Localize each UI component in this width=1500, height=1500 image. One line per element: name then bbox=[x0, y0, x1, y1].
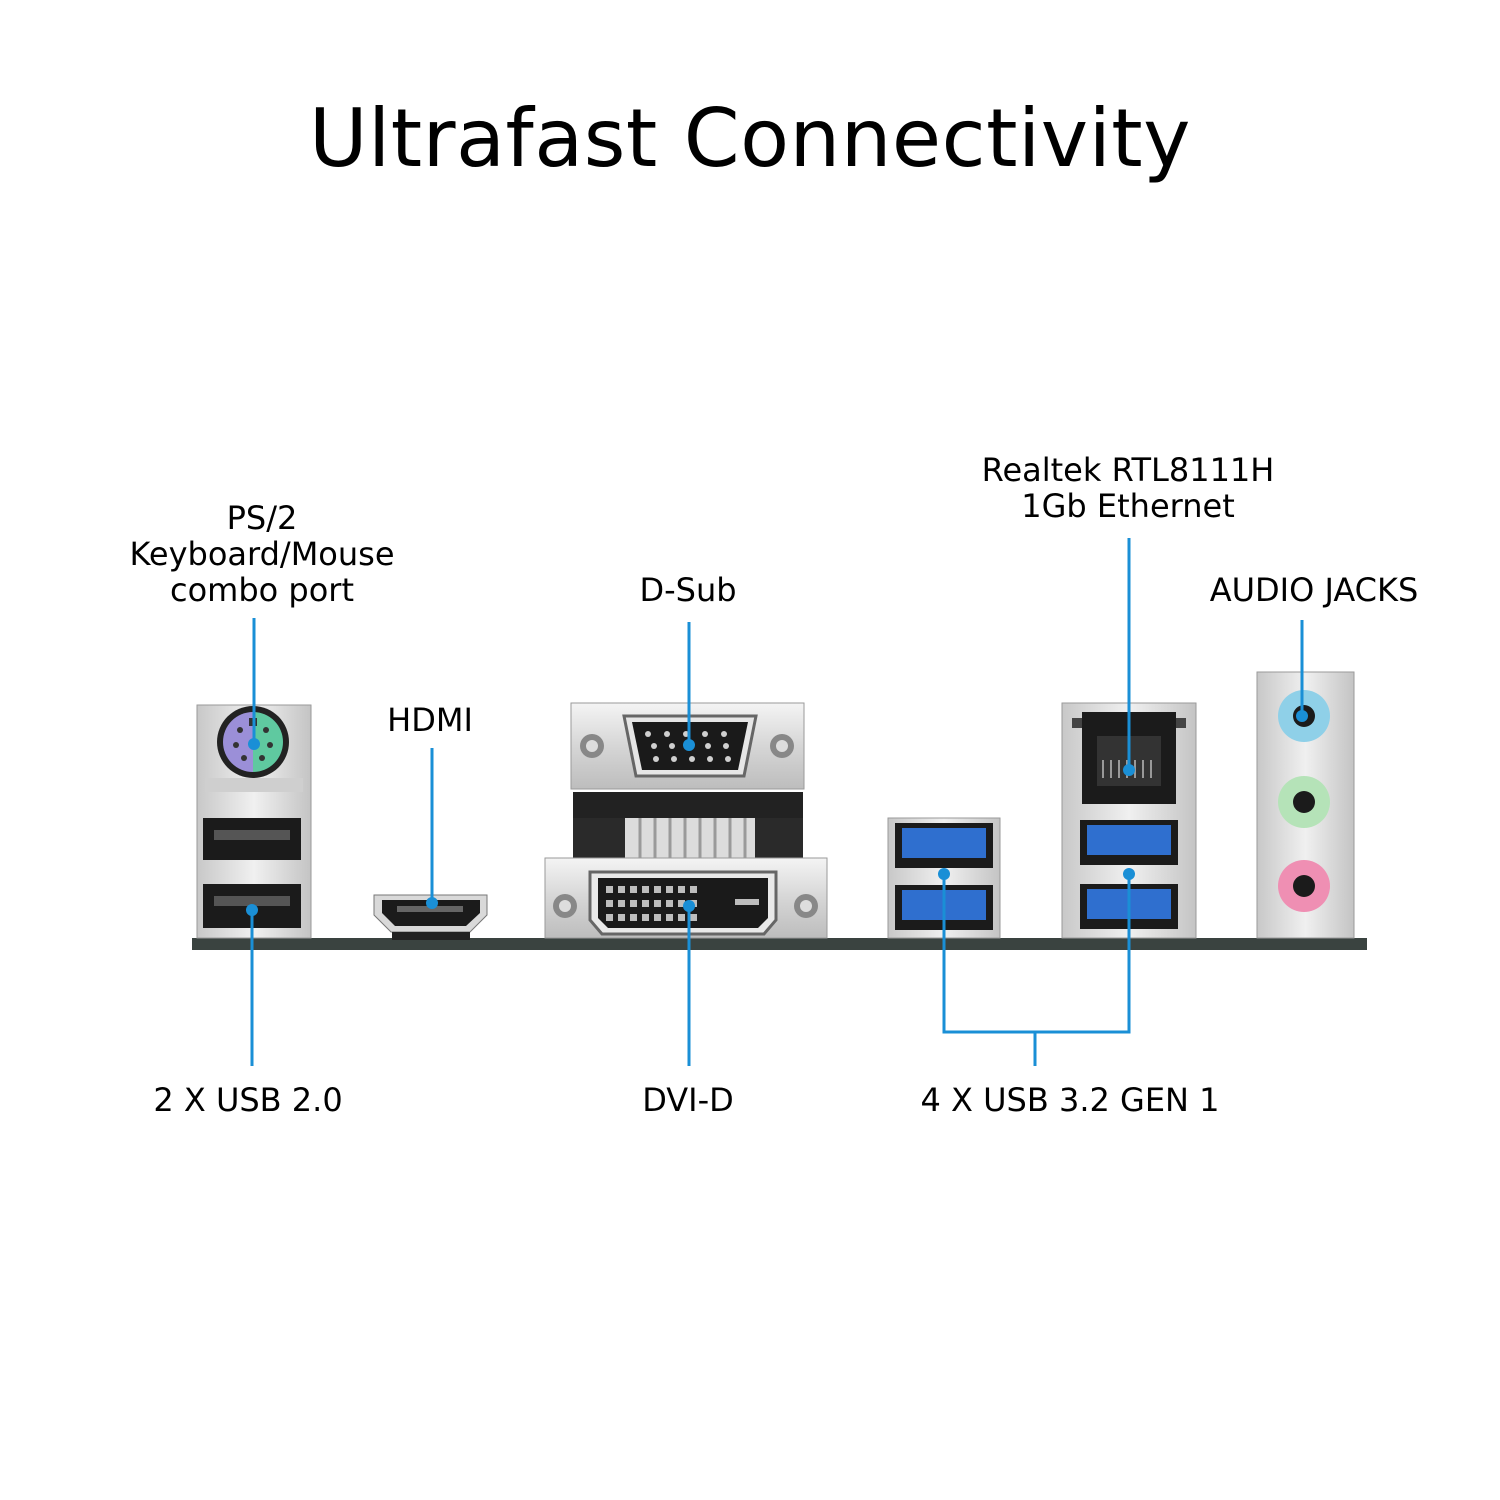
label-dvid: DVI-D bbox=[642, 1081, 734, 1119]
label-ethernet: Realtek RTL8111H 1Gb Ethernet bbox=[981, 451, 1275, 525]
label-hdmi: HDMI bbox=[387, 701, 473, 739]
label-dsub: D-Sub bbox=[639, 571, 737, 609]
label-ps2: PS/2 Keyboard/Mouse combo port bbox=[129, 499, 395, 609]
callout-lines bbox=[250, 538, 1304, 1066]
label-audio-jacks: AUDIO JACKS bbox=[1209, 571, 1419, 609]
label-usb32: 4 X USB 3.2 GEN 1 bbox=[920, 1081, 1220, 1119]
page-title: Ultrafast Connectivity bbox=[308, 92, 1191, 185]
label-usb2: 2 X USB 2.0 bbox=[153, 1081, 343, 1119]
dvid-port bbox=[544, 857, 828, 939]
hdmi-port bbox=[373, 894, 488, 940]
pcb-board bbox=[192, 938, 1367, 950]
callout-dots bbox=[246, 710, 1308, 916]
